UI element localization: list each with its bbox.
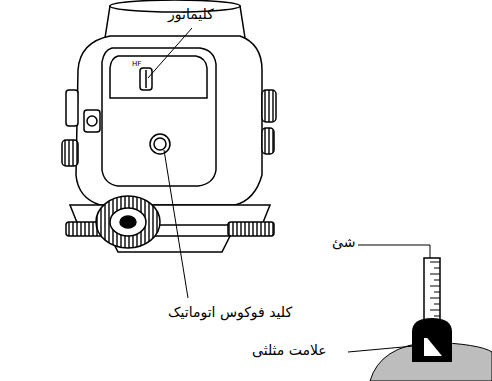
part-label: شئ	[332, 234, 355, 251]
part-label: علامت مثلثی	[252, 342, 327, 359]
svg-text:HF: HF	[132, 60, 141, 68]
part-label: کلید فوکوس اتوماتیک	[168, 304, 292, 321]
part-label: کلیماتور	[168, 6, 214, 23]
